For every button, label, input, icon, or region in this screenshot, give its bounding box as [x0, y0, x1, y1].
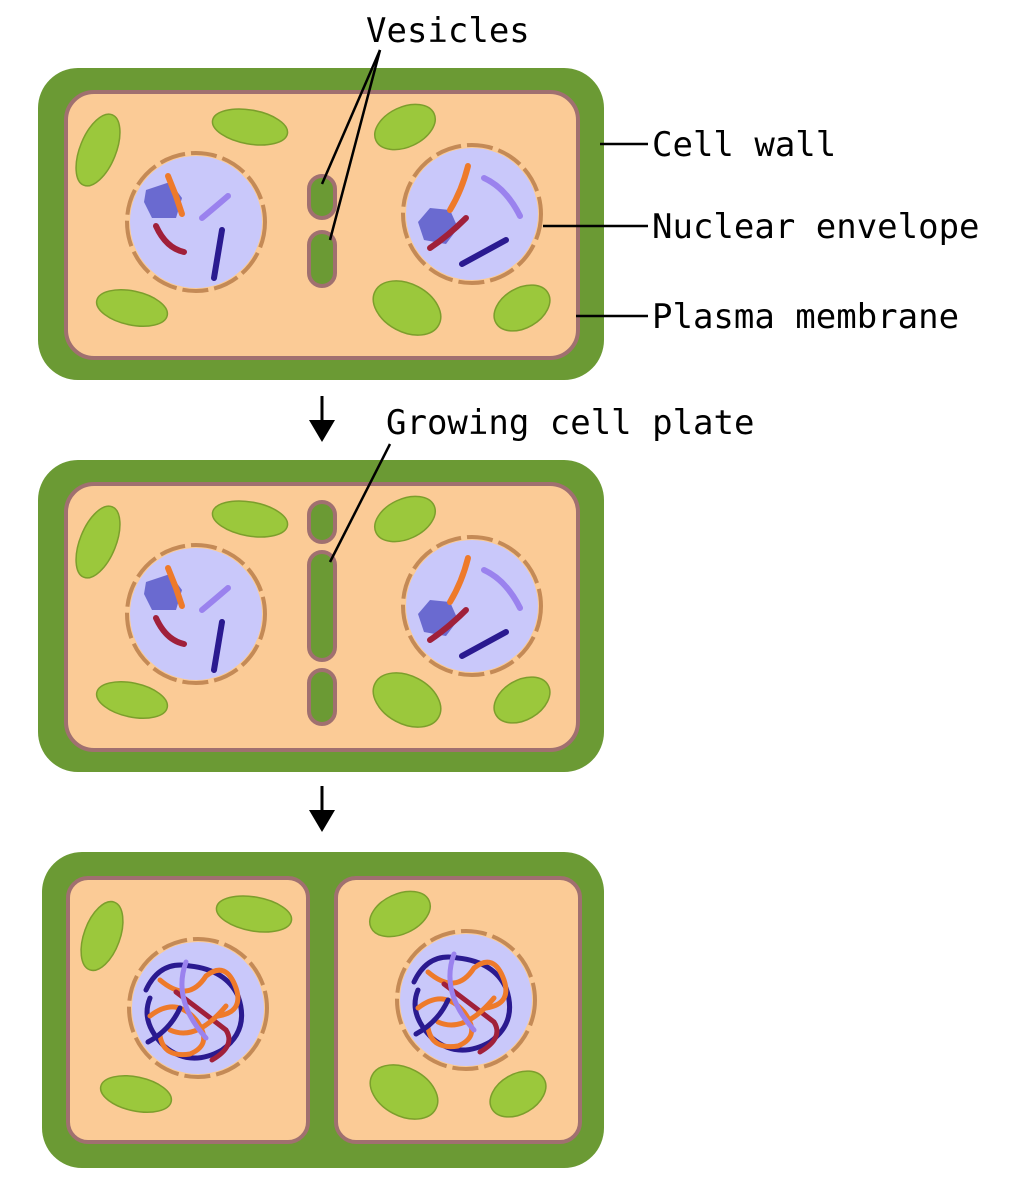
chloroplast — [372, 280, 442, 336]
chloroplast — [211, 108, 289, 146]
nucleoplasm — [130, 548, 262, 680]
chromosome — [211, 619, 225, 673]
chloroplasts — [75, 495, 551, 728]
vesicle — [307, 500, 337, 544]
chromosome — [459, 629, 509, 659]
annotations: Vesicles Cell wall Nuclear envelope Plas… — [320, 11, 980, 563]
leader-vesicles-1 — [320, 49, 382, 185]
leader-growing-cell-plate — [328, 443, 392, 563]
nucleus-left — [125, 151, 267, 293]
nucleoplasm — [406, 540, 538, 672]
chromosome — [481, 567, 523, 611]
chloroplast — [493, 284, 551, 332]
label-plasma-membrane: Plasma membrane — [652, 297, 959, 337]
chromosome — [447, 163, 471, 213]
chloroplast — [374, 103, 436, 151]
nucleus-right — [401, 143, 543, 285]
chloroplast — [99, 1075, 173, 1113]
chloroplast — [80, 900, 124, 972]
chloroplast — [75, 505, 121, 579]
label-nuclear-envelope: Nuclear envelope — [652, 207, 980, 247]
nuclear-envelope — [401, 143, 543, 285]
chloroplasts — [80, 890, 547, 1120]
chloroplast — [95, 681, 169, 719]
chloroplast — [493, 676, 551, 724]
chromatin — [411, 951, 513, 1055]
chromosome — [447, 555, 471, 605]
chromosome — [481, 175, 523, 219]
leader-vesicles-2 — [328, 49, 382, 241]
vesicle — [307, 174, 337, 220]
chloroplast — [211, 500, 289, 538]
nuclear-envelope — [395, 929, 537, 1071]
cell-plate — [307, 500, 337, 726]
chloroplast — [372, 672, 442, 728]
nucleoplasm — [130, 156, 262, 288]
nucleus-right — [395, 929, 537, 1071]
arrow-down-icon — [309, 786, 335, 832]
stage-3-cells — [42, 852, 604, 1168]
vesicles — [307, 174, 337, 288]
chloroplast — [95, 289, 169, 327]
arrow-down-icon — [309, 396, 335, 442]
nucleus-left — [127, 937, 269, 1079]
chromosome — [427, 215, 469, 251]
label-cell-wall: Cell wall — [652, 125, 836, 165]
stage-2-cell — [38, 460, 604, 772]
stage-1-cell — [38, 68, 604, 380]
vesicle — [307, 668, 337, 726]
chloroplast — [489, 1070, 547, 1118]
chromosome — [165, 173, 185, 217]
label-growing-cell-plate: Growing cell plate — [386, 403, 754, 443]
nuclear-envelope — [127, 937, 269, 1079]
chromosome — [199, 193, 231, 221]
nucleus-right — [401, 535, 543, 677]
nuclear-envelope — [401, 535, 543, 677]
chromosome — [211, 227, 225, 281]
chromosome — [427, 607, 469, 643]
nuclear-envelope — [125, 543, 267, 685]
vesicle — [307, 230, 337, 288]
chromosome — [199, 585, 231, 613]
nuclear-envelope — [125, 151, 267, 293]
label-vesicles: Vesicles — [366, 11, 530, 51]
chromosome — [153, 223, 187, 255]
chloroplasts — [75, 103, 551, 336]
chloroplast — [75, 113, 121, 187]
nucleoplasm — [406, 148, 538, 280]
chloroplast — [374, 495, 436, 543]
chromosome — [459, 237, 509, 267]
chromosome — [165, 565, 185, 609]
nucleus-left — [125, 543, 267, 685]
chloroplast — [369, 1064, 439, 1120]
chromosome — [153, 615, 187, 647]
chloroplast — [369, 890, 431, 938]
chromatin — [143, 959, 245, 1063]
cell-plate-segment — [307, 550, 337, 662]
chloroplast — [215, 895, 293, 933]
